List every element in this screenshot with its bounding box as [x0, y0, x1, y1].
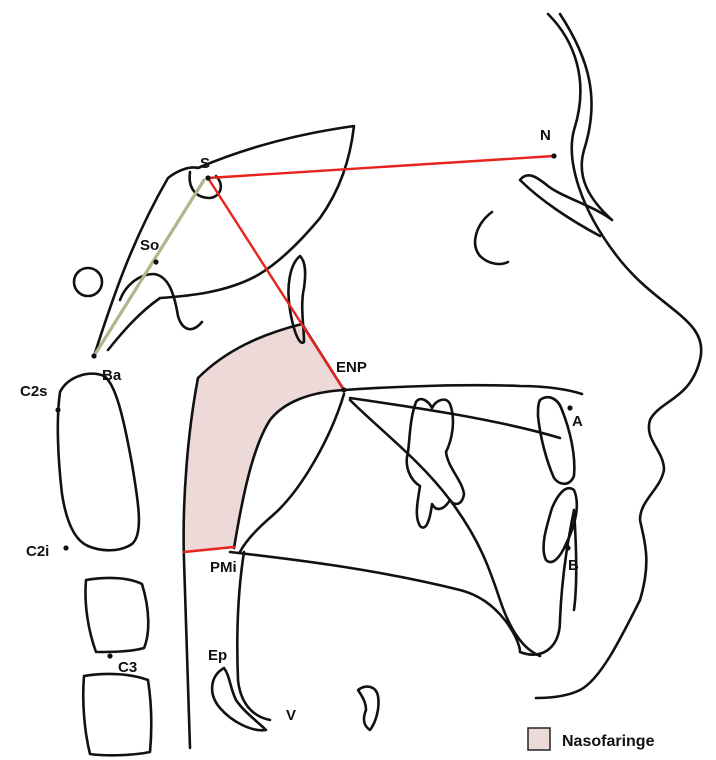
legend: Nasofaringe: [528, 728, 655, 750]
legend-swatch: [528, 728, 550, 750]
landmark-enp-point: [341, 387, 346, 392]
landmark-c3-point: [107, 653, 112, 658]
vertebra-c2: [58, 374, 139, 551]
nasopharynx-region: [184, 324, 344, 552]
landmark-c2s-point: [55, 407, 60, 412]
label-n: N: [540, 127, 551, 144]
tongue-base: [237, 552, 270, 720]
label-ba: Ba: [102, 367, 122, 384]
alar-curve: [475, 212, 508, 264]
label-ep: Ep: [208, 647, 227, 664]
landmark-s-point: [205, 175, 210, 180]
mandible: [230, 510, 576, 655]
label-so: So: [140, 237, 159, 254]
vertebra-c3: [85, 578, 148, 652]
label-a: A: [572, 413, 583, 430]
label-pmi: PMi: [210, 559, 237, 576]
landmark-n-point: [551, 153, 556, 158]
nasal-outline: [520, 14, 612, 236]
landmark-so-point: [153, 259, 158, 264]
s-n-line: [208, 156, 554, 178]
hyoid-bone: [358, 687, 379, 730]
landmark-a-point: [567, 405, 572, 410]
legend-label: Nasofaringe: [562, 733, 655, 750]
landmark-ba-point: [91, 353, 96, 358]
landmark-c2i-point: [63, 545, 68, 550]
mandible-ramus: [350, 400, 540, 656]
vertebra-c4: [83, 674, 151, 755]
label-b: B: [568, 557, 579, 574]
hard-palate: [344, 385, 582, 394]
label-c2s: C2s: [20, 383, 48, 400]
label-c3: C3: [118, 659, 137, 676]
occipital-circle: [74, 268, 102, 296]
label-c2i: C2i: [26, 543, 49, 560]
label-enp: ENP: [336, 359, 367, 376]
label-s: S: [200, 155, 210, 172]
palate-lower-line: [350, 398, 560, 438]
label-v: V: [286, 707, 296, 724]
landmark-b-point: [565, 545, 570, 550]
skull-base-outline: [94, 126, 354, 356]
